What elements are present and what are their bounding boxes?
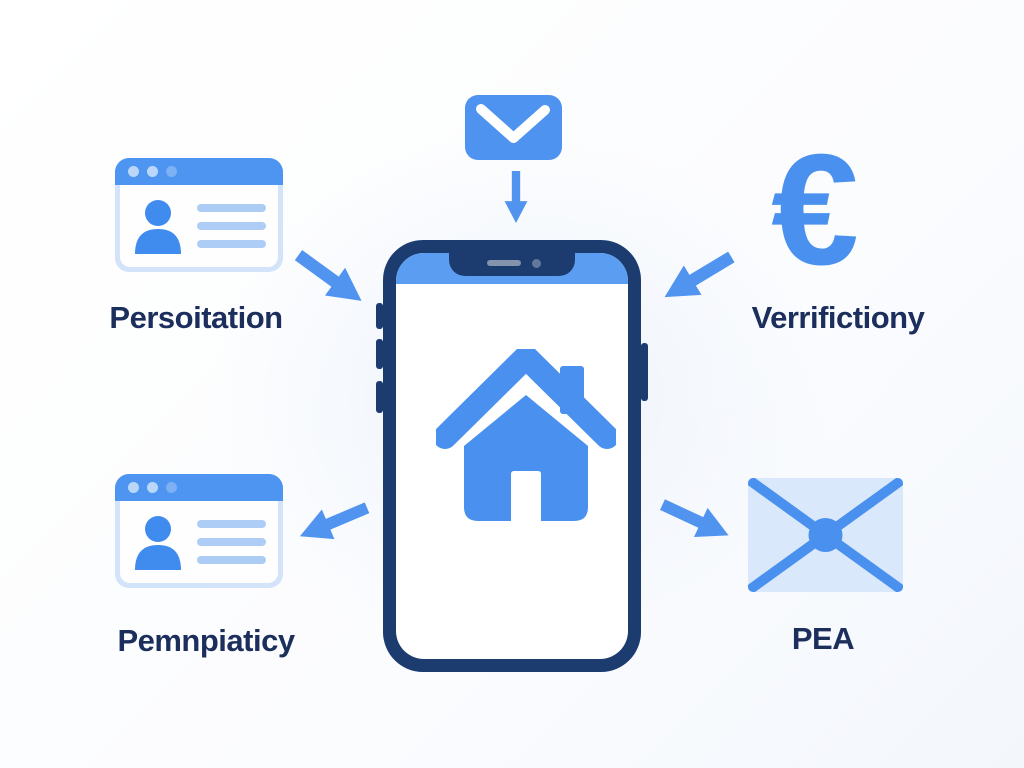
person-avatar-icon xyxy=(135,200,181,254)
window-dot-icon xyxy=(128,482,139,493)
window-dot-icon xyxy=(147,166,158,177)
text-lines-icon xyxy=(197,204,266,248)
arrow-down-left-icon xyxy=(655,241,740,312)
home-icon xyxy=(436,349,616,521)
phone-screen xyxy=(396,253,628,659)
envelope-icon xyxy=(465,95,562,160)
browser-profile-card-icon xyxy=(115,474,283,588)
phone-notch xyxy=(449,253,575,276)
browser-chrome-bar xyxy=(115,474,283,501)
text-lines-icon xyxy=(197,520,266,564)
smartphone-icon xyxy=(383,240,641,672)
phone-side-button xyxy=(376,339,383,369)
arrow-down-right-icon xyxy=(288,241,372,316)
top-right-label: Verrifictiony xyxy=(751,300,925,335)
window-dot-icon xyxy=(128,166,139,177)
camera-icon xyxy=(532,259,541,268)
person-avatar-icon xyxy=(135,516,181,570)
browser-chrome-bar xyxy=(115,158,283,185)
browser-profile-card-icon xyxy=(115,158,283,272)
phone-side-button xyxy=(376,303,383,329)
speaker-icon xyxy=(487,260,521,266)
profile-card-body xyxy=(120,501,278,583)
window-dot-icon xyxy=(147,482,158,493)
phone-side-button xyxy=(376,381,383,413)
arrow-down-icon xyxy=(498,171,534,223)
euro-icon: € xyxy=(771,122,859,298)
bottom-left-label: Pemnpiaticy xyxy=(117,623,295,658)
profile-card-body xyxy=(120,185,278,267)
bottom-right-label: PEA xyxy=(791,621,855,656)
window-dot-icon xyxy=(166,482,177,493)
phone-power-button xyxy=(641,343,648,401)
arrow-left-icon xyxy=(293,491,374,553)
window-dot-icon xyxy=(166,166,177,177)
top-left-label: Persoitation xyxy=(109,300,283,335)
arrow-right-icon xyxy=(655,488,736,551)
sealed-envelope-icon xyxy=(748,478,903,592)
